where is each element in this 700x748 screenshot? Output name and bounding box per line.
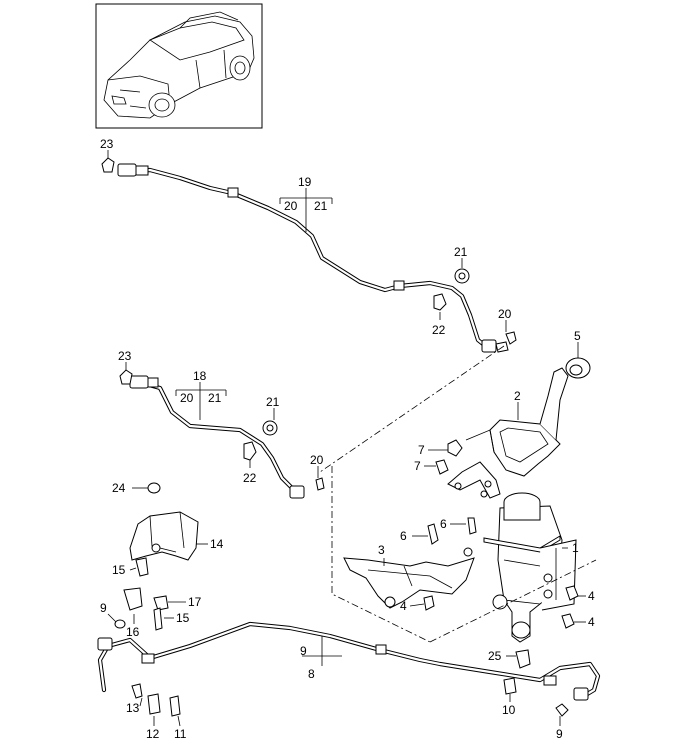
bracket-14 [129, 511, 199, 561]
callout-23a[interactable]: 23 [100, 137, 114, 151]
callout-9a[interactable]: 9 [300, 644, 307, 658]
callout-12[interactable]: 12 [146, 727, 160, 741]
callout-15a[interactable]: 15 [112, 563, 126, 577]
callout-15b[interactable]: 15 [176, 611, 190, 625]
callout-21c[interactable]: 21 [454, 245, 468, 259]
callout-21b[interactable]: 21 [208, 391, 222, 405]
callout-20d[interactable]: 20 [310, 453, 324, 467]
rear-hose-19 [117, 163, 509, 353]
callout-8[interactable]: 8 [308, 667, 315, 681]
callout-21a[interactable]: 21 [314, 199, 328, 213]
callout-19[interactable]: 19 [298, 175, 312, 189]
callout-6a[interactable]: 6 [400, 529, 407, 543]
callout-24[interactable]: 24 [112, 481, 126, 495]
callout-20c[interactable]: 20 [498, 307, 512, 321]
suv-outline-icon [103, 11, 255, 119]
callout-10[interactable]: 10 [502, 703, 516, 717]
callout-17[interactable]: 17 [188, 595, 202, 609]
callout-4b[interactable]: 4 [400, 599, 407, 613]
callout-9b[interactable]: 9 [100, 601, 107, 615]
main-hose-8 [97, 621, 601, 701]
callout-20a[interactable]: 20 [284, 199, 298, 213]
callout-5[interactable]: 5 [574, 329, 581, 343]
assembly-boundary [319, 345, 597, 643]
callout-4a[interactable]: 4 [588, 589, 595, 603]
pump-unit-1 [483, 492, 577, 643]
bracket-2 [447, 367, 569, 499]
callout-6b[interactable]: 6 [440, 517, 447, 531]
callout-3[interactable]: 3 [378, 543, 385, 557]
callout-2[interactable]: 2 [514, 389, 521, 403]
rear-hose-18 [129, 375, 305, 499]
callout-7b[interactable]: 7 [414, 459, 421, 473]
grommet-5 [565, 357, 591, 379]
callout-23b[interactable]: 23 [118, 349, 132, 363]
callout-22a[interactable]: 22 [432, 323, 446, 337]
callout-20b[interactable]: 20 [180, 391, 194, 405]
bracket-3 [343, 547, 475, 609]
callout-1[interactable]: 1 [572, 541, 579, 555]
vehicle-thumbnail [95, 3, 263, 129]
callout-14[interactable]: 14 [210, 537, 224, 551]
group-19: 19 20 21 [279, 175, 333, 232]
group-18: 18 20 21 [175, 369, 227, 420]
callout-16[interactable]: 16 [126, 625, 140, 639]
callout-18[interactable]: 18 [193, 369, 207, 383]
callout-4c[interactable]: 4 [588, 615, 595, 629]
callouts: 23 21 22 20 5 23 21 22 20 2 7 7 24 6 6 1… [100, 137, 595, 741]
callout-11[interactable]: 11 [174, 727, 187, 741]
callout-13[interactable]: 13 [126, 701, 140, 715]
fasteners [101, 157, 579, 717]
callout-7a[interactable]: 7 [418, 443, 425, 457]
callout-22b[interactable]: 22 [243, 471, 257, 485]
callout-9c[interactable]: 9 [556, 727, 563, 741]
callout-21d[interactable]: 21 [266, 395, 280, 409]
leader-lines [107, 150, 586, 727]
group-8: 9 8 [300, 636, 342, 681]
callout-25[interactable]: 25 [488, 649, 502, 663]
